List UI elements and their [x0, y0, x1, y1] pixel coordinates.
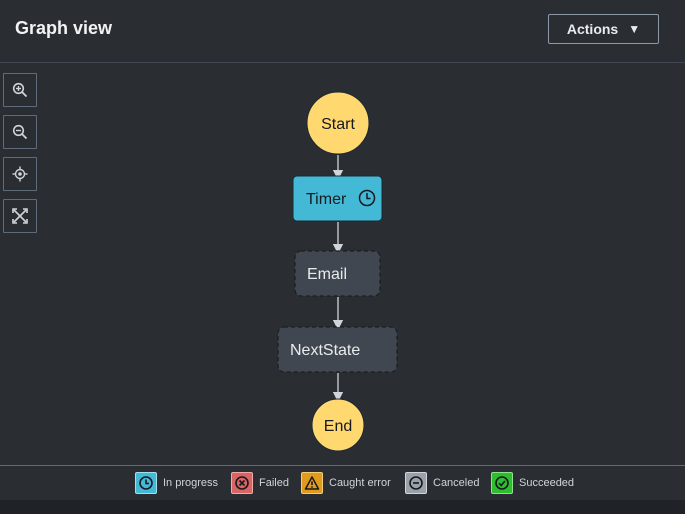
node-start-label: Start — [321, 116, 355, 133]
node-email[interactable]: Email — [294, 250, 381, 297]
legend-item-canceled: Canceled — [405, 471, 479, 495]
node-nextstate-shape — [277, 326, 398, 373]
node-email-shape — [294, 250, 381, 297]
node-start-shape — [306, 91, 370, 155]
legend-item-succeeded: Succeeded — [491, 471, 574, 495]
graph-canvas[interactable]: Start Timer Email NextState End — [0, 63, 685, 465]
page-title: Graph view — [15, 18, 113, 38]
legend-label: Canceled — [433, 477, 480, 489]
node-nextstate[interactable]: NextState — [277, 326, 398, 373]
check-circle-icon — [491, 472, 513, 494]
node-timer-shape — [292, 175, 383, 222]
node-email-label: Email — [307, 266, 347, 283]
warning-icon — [301, 472, 323, 494]
node-timer-label: Timer — [306, 191, 347, 208]
graph-header: Graph view Actions ▼ — [0, 0, 685, 63]
legend-item-failed: Failed — [231, 471, 289, 495]
node-nextstate-label: NextState — [290, 342, 360, 359]
zoom-out-button[interactable] — [3, 115, 37, 149]
node-end-shape — [311, 398, 365, 452]
fit-to-screen-button[interactable] — [3, 199, 37, 233]
center-icon — [12, 166, 28, 182]
center-button[interactable] — [3, 157, 37, 191]
state-machine-graph: Start Timer Email NextState End — [277, 91, 398, 452]
legend-label: In progress — [163, 477, 219, 489]
clock-icon — [358, 189, 376, 207]
caret-down-icon: ▼ — [628, 22, 641, 36]
legend-label: Succeeded — [519, 477, 575, 489]
zoom-in-button[interactable] — [3, 73, 37, 107]
node-end[interactable]: End — [311, 398, 365, 452]
legend-label: Failed — [259, 477, 289, 489]
fit-to-screen-icon — [12, 208, 28, 224]
legend-item-caught-error: Caught error — [301, 471, 391, 495]
legend-item-in-progress: In progress — [135, 471, 218, 495]
node-end-label: End — [324, 418, 352, 435]
bottom-strip — [0, 500, 685, 514]
x-circle-icon — [231, 472, 253, 494]
zoom-out-icon — [12, 124, 28, 140]
actions-button-label: Actions — [566, 21, 619, 37]
legend-label: Caught error — [329, 477, 391, 489]
minus-circle-icon — [405, 472, 427, 494]
actions-button[interactable]: Actions ▼ — [548, 14, 659, 44]
node-start[interactable]: Start — [306, 91, 370, 155]
clock-icon — [135, 472, 157, 494]
zoom-in-icon — [12, 82, 28, 98]
node-timer[interactable]: Timer — [292, 175, 383, 222]
status-legend: In progress Failed Caught error Canceled… — [0, 465, 685, 501]
